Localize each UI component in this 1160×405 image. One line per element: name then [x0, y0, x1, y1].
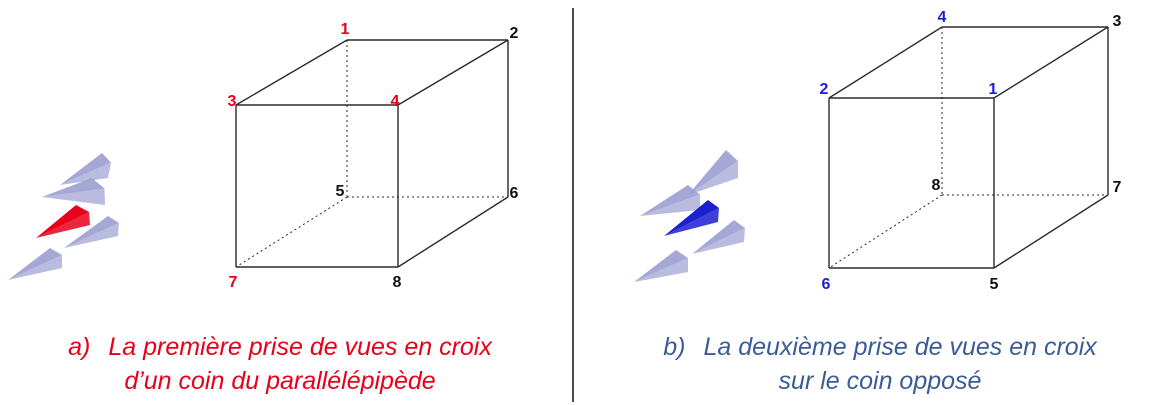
wedge-icon — [634, 250, 688, 282]
vertex-label: 4 — [938, 9, 947, 26]
wedge-icon — [60, 153, 111, 185]
panel-a-caption-line1: La première prise de vues en croix — [108, 333, 492, 361]
vertex-label: 7 — [1113, 179, 1122, 196]
panel-a-caption-line2: d’un coin du parallélépipède — [124, 367, 436, 395]
vertex-label: 6 — [822, 276, 831, 293]
vertex-label: 8 — [393, 274, 402, 291]
vertex-label: 7 — [229, 274, 238, 291]
panel-b-diagram: 4 3 2 1 8 7 6 5 — [634, 9, 1122, 293]
wedge-icon — [664, 200, 719, 236]
hidden-edge — [828, 194, 943, 269]
wedge-icon — [692, 220, 745, 254]
wedge-icon — [42, 178, 105, 205]
vertex-label: 6 — [510, 185, 519, 202]
cube-edge — [235, 39, 348, 106]
panel-a-diagram: 1 2 3 4 5 6 7 8 — [8, 21, 519, 291]
wedge-icon — [64, 216, 119, 248]
cube-edge — [397, 39, 509, 106]
vertex-label: 8 — [932, 177, 941, 194]
wedge-icon — [688, 150, 738, 195]
panel-b-caption: b) La deuxième prise de vues en croix sur… — [600, 330, 1160, 398]
vertex-label: 1 — [989, 81, 998, 98]
hidden-edge — [235, 196, 348, 268]
wedge-icon — [640, 185, 700, 216]
wedge-icon — [36, 205, 90, 238]
panel-b-caption-line1: La deuxième prise de vues en croix — [703, 333, 1097, 361]
vertex-label: 4 — [391, 93, 400, 110]
panel-a-caption-prefix: a) — [68, 333, 91, 361]
panel-b-caption-line2: sur le coin opposé — [778, 367, 982, 395]
vertex-label: 5 — [990, 276, 999, 293]
vertex-label: 3 — [228, 93, 237, 110]
cube-edge — [397, 196, 509, 268]
panel-b-caption-prefix: b) — [663, 333, 686, 361]
vertex-label: 1 — [341, 21, 350, 38]
vertex-label: 5 — [336, 183, 345, 200]
wedge-icon — [8, 248, 62, 280]
cube-edge — [993, 194, 1109, 269]
cube-edge — [828, 26, 943, 99]
vertex-label: 3 — [1113, 13, 1122, 30]
panel-a-caption: a) La première prise de vues en croix d’u… — [0, 330, 560, 398]
vertex-label: 2 — [820, 81, 829, 98]
vertex-label: 2 — [510, 25, 519, 42]
cube-edge — [993, 26, 1109, 99]
